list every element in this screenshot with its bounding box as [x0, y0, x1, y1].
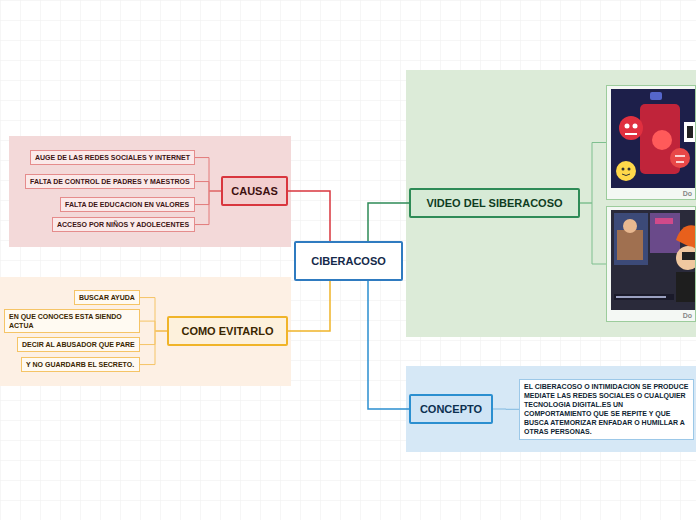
branch-connector — [140, 321, 167, 331]
branch-connector — [368, 281, 409, 409]
node-label: Y NO GUARDARB EL SECRETO. — [26, 360, 135, 369]
subtopic-box: FALTA DE CONTROL DE PADRES Y MAESTROS — [25, 174, 195, 189]
branch-connector — [368, 203, 409, 241]
video-frame: Do — [606, 85, 696, 200]
branch-topic: VIDEO DEL SIBERACOSO — [409, 188, 580, 218]
video-frame: Do — [606, 206, 696, 322]
branch-topic: COMO EVITARLO — [167, 316, 288, 346]
branch-topic: CONCEPTO — [409, 394, 493, 424]
node-label: VIDEO DEL SIBERACOSO — [426, 197, 562, 209]
branch-connector — [195, 182, 221, 191]
node-label: CONCEPTO — [420, 403, 482, 415]
subtopic-box: AUGE DE LAS REDES SOCIALES Y INTERNET — [30, 150, 195, 165]
branch-connector — [195, 191, 221, 205]
subtopic-box: DECIR AL ABUSADOR QUE PARE — [17, 337, 140, 352]
branch-connector — [140, 331, 167, 345]
branch-connector — [288, 191, 330, 241]
branch-connector — [140, 331, 167, 365]
branch-connector — [493, 409, 519, 410]
node-label: CAUSAS — [231, 185, 277, 197]
node-label: DECIR AL ABUSADOR QUE PARE — [22, 340, 135, 349]
download-label: Do — [683, 312, 692, 319]
download-label: Do — [683, 190, 692, 197]
branch-topic: CAUSAS — [221, 176, 288, 206]
subtopic-box: ACCESO POR NIÑOS Y ADOLECENTES — [52, 217, 195, 232]
node-label: CIBERACOSO — [311, 255, 386, 267]
thumbnail-one — [611, 89, 696, 188]
node-label: AUGE DE LAS REDES SOCIALES Y INTERNET — [35, 153, 190, 162]
thumbnail-two — [611, 210, 696, 310]
node-label: EN QUE CONOCES ESTA SIENDO ACTUA — [9, 312, 135, 330]
node-label: EL CIBERACOSO O INTIMIDACION SE PRODUCE … — [524, 382, 689, 437]
node-label: ACCESO POR NIÑOS Y ADOLECENTES — [57, 220, 190, 229]
subtopic-box: EN QUE CONOCES ESTA SIENDO ACTUA — [4, 309, 140, 333]
branch-connector — [140, 298, 167, 331]
concept-text-box: EL CIBERACOSO O INTIMIDACION SE PRODUCE … — [519, 379, 694, 440]
subtopic-box: FALTA DE EDUCACION EN VALORES — [60, 197, 195, 212]
subtopic-box: BUSCAR AYUDA — [74, 290, 140, 305]
branch-connector — [580, 143, 606, 204]
subtopic-box: Y NO GUARDARB EL SECRETO. — [21, 357, 140, 372]
branch-connector — [288, 281, 330, 331]
node-label: FALTA DE EDUCACION EN VALORES — [65, 200, 190, 209]
node-label: COMO EVITARLO — [181, 325, 273, 337]
branch-connector — [195, 191, 221, 225]
node-label: BUSCAR AYUDA — [79, 293, 135, 302]
branch-connector — [195, 158, 221, 191]
branch-connector — [580, 203, 606, 264]
node-label: FALTA DE CONTROL DE PADRES Y MAESTROS — [30, 177, 190, 186]
central-topic: CIBERACOSO — [294, 241, 403, 281]
